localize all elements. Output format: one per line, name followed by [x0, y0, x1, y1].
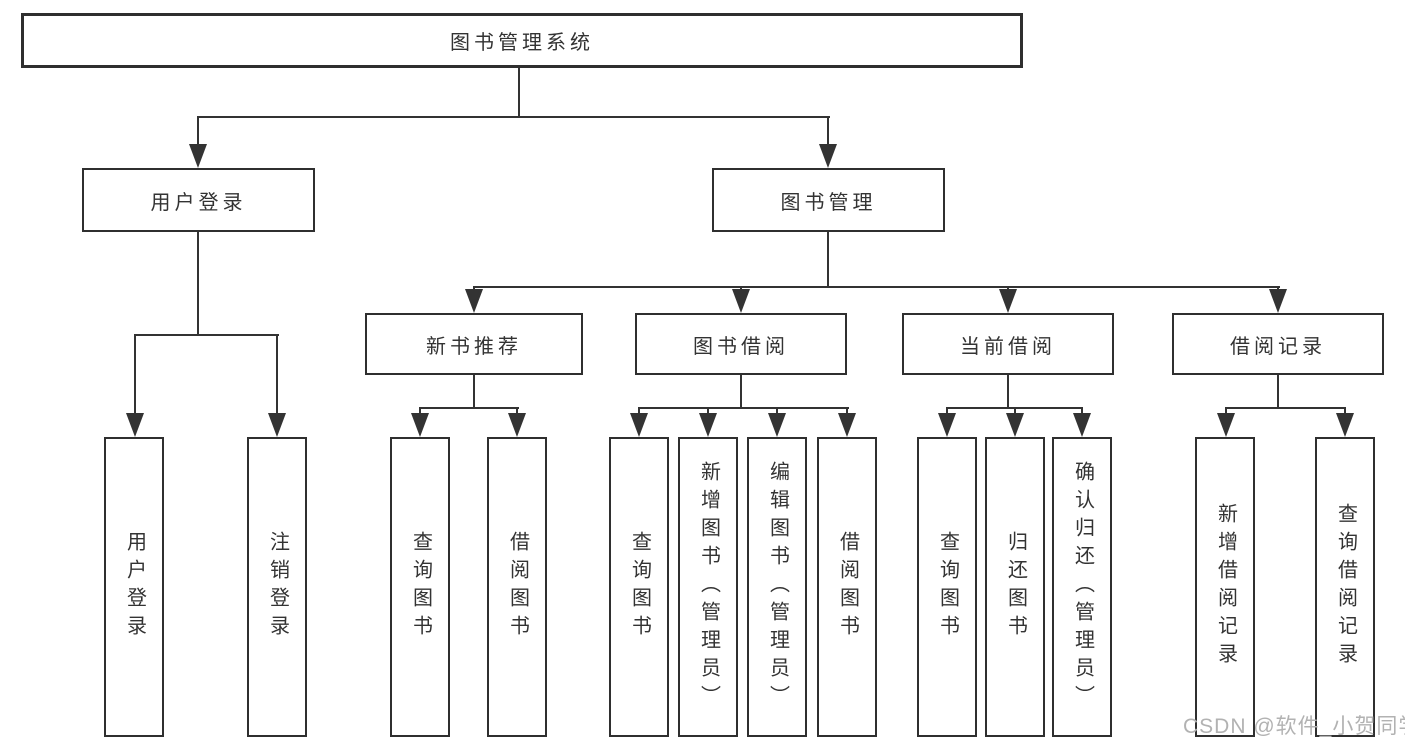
node-label: 图书管理 [780, 191, 877, 214]
arrow-down-icon [508, 407, 526, 437]
arrow-down-icon [838, 407, 856, 437]
leaf-label: 借阅图书 [836, 531, 859, 643]
arrow-down-icon [126, 334, 144, 437]
leaf-add-book-admin: 新增图书（管理员） [678, 437, 738, 737]
arrow-down-icon [465, 286, 483, 313]
connector-borrow-stem [740, 375, 742, 409]
node-label: 新书推荐 [426, 335, 522, 358]
node-label: 当前借阅 [960, 335, 1056, 358]
node-book-management: 图书管理 [712, 168, 945, 232]
connector-records-rail [1225, 407, 1346, 409]
node-label: 图书借阅 [693, 335, 789, 358]
connector-bookmgmt-stem [827, 232, 829, 288]
leaf-return-books: 归还图书 [985, 437, 1045, 737]
leaf-query-borrow-record: 查询借阅记录 [1315, 437, 1375, 737]
arrow-down-icon [630, 407, 648, 437]
connector-newbook-rail [419, 407, 519, 409]
leaf-label: 查询图书 [628, 531, 651, 643]
leaf-label: 查询借阅记录 [1334, 503, 1357, 671]
leaf-label: 用户登录 [123, 531, 146, 643]
arrow-down-icon [1269, 286, 1287, 313]
node-label: 用户登录 [150, 191, 247, 214]
node-new-book-recommendation: 新书推荐 [365, 313, 583, 375]
connector-level2-rail [197, 116, 830, 118]
arrow-down-icon [268, 334, 286, 437]
arrow-down-icon [819, 116, 837, 168]
node-library-management-system: 图书管理系统 [21, 13, 1023, 68]
arrow-down-icon [699, 407, 717, 437]
node-current-borrowing: 当前借阅 [902, 313, 1114, 375]
arrow-down-icon [1217, 407, 1235, 437]
arrow-down-icon [1073, 407, 1091, 437]
leaf-label: 确认归还（管理员） [1071, 461, 1094, 713]
node-book-borrowing: 图书借阅 [635, 313, 847, 375]
leaf-query-books-current: 查询图书 [917, 437, 977, 737]
connector-userlogin-stem [197, 232, 199, 336]
leaf-user-login: 用户登录 [104, 437, 164, 737]
leaf-label: 注销登录 [266, 531, 289, 643]
leaf-borrow-books-borrowing: 借阅图书 [817, 437, 877, 737]
leaf-confirm-return-admin: 确认归还（管理员） [1052, 437, 1112, 737]
leaf-borrow-books-recommend: 借阅图书 [487, 437, 547, 737]
csdn-watermark: CSDN @软件_小贺同学 [1183, 715, 1405, 738]
node-label: 借阅记录 [1230, 335, 1326, 358]
leaf-label: 归还图书 [1004, 531, 1027, 643]
arrow-down-icon [768, 407, 786, 437]
leaf-label: 借阅图书 [506, 531, 529, 643]
leaf-add-borrow-record: 新增借阅记录 [1195, 437, 1255, 737]
arrow-down-icon [999, 286, 1017, 313]
leaf-edit-book-admin: 编辑图书（管理员） [747, 437, 807, 737]
node-label: 图书管理系统 [450, 32, 594, 54]
leaf-label: 编辑图书（管理员） [766, 461, 789, 713]
connector-level3-rail [473, 286, 1280, 288]
arrow-down-icon [1006, 407, 1024, 437]
connector-userlogin-rail [134, 334, 279, 336]
leaf-logout: 注销登录 [247, 437, 307, 737]
leaf-label: 查询图书 [409, 531, 432, 643]
connector-records-stem [1277, 375, 1279, 409]
arrow-down-icon [938, 407, 956, 437]
arrow-down-icon [732, 286, 750, 313]
arrow-down-icon [411, 407, 429, 437]
leaf-query-books-recommend: 查询图书 [390, 437, 450, 737]
leaf-label: 查询图书 [936, 531, 959, 643]
node-user-login: 用户登录 [82, 168, 315, 232]
leaf-label: 新增图书（管理员） [697, 461, 720, 713]
connector-current-stem [1007, 375, 1009, 409]
connector-root-stem [518, 68, 520, 118]
node-borrowing-records: 借阅记录 [1172, 313, 1384, 375]
leaf-label: 新增借阅记录 [1214, 503, 1237, 671]
leaf-query-books-borrowing: 查询图书 [609, 437, 669, 737]
arrow-down-icon [1336, 407, 1354, 437]
arrow-down-icon [189, 116, 207, 168]
connector-newbook-stem [473, 375, 475, 409]
connector-borrow-rail [638, 407, 849, 409]
